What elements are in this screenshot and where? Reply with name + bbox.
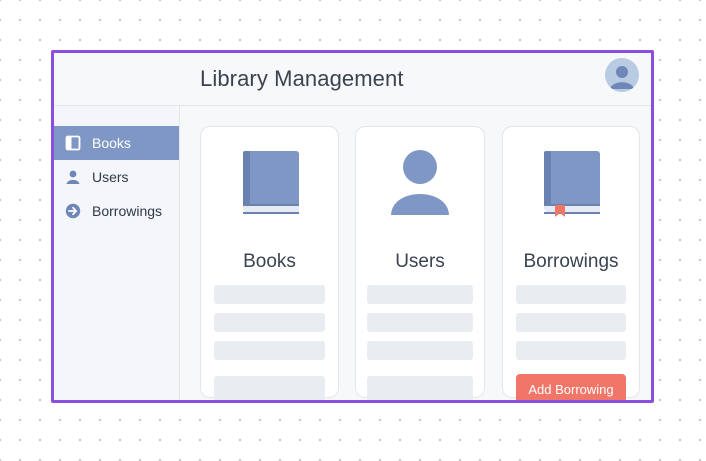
sidebar-item-books[interactable]: Books	[54, 126, 179, 160]
main-content: Books Users	[180, 106, 651, 400]
placeholder-bar	[516, 341, 626, 360]
placeholder-bar	[367, 341, 473, 360]
placeholder-bar	[367, 285, 473, 304]
sidebar-item-label: Users	[92, 169, 129, 185]
book-bookmark-icon	[503, 147, 639, 217]
sidebar-item-borrowings[interactable]: Borrowings	[54, 194, 179, 228]
books-card[interactable]: Books	[200, 126, 339, 400]
sidebar-item-label: Books	[92, 135, 131, 151]
placeholder-bar	[214, 285, 325, 304]
card-title: Borrowings	[523, 251, 619, 272]
placeholder-bar	[214, 313, 325, 332]
placeholder-bar	[214, 341, 325, 360]
sidebar-item-users[interactable]: Users	[54, 160, 179, 194]
book-icon	[64, 134, 82, 152]
sidebar-item-label: Borrowings	[92, 203, 163, 219]
card-title: Books	[243, 251, 296, 272]
borrowings-card[interactable]: Borrowings Add Borrowing	[502, 126, 640, 400]
placeholder-bar	[516, 313, 626, 332]
app-window: Library Management Books	[51, 50, 654, 403]
book-icon	[201, 147, 338, 217]
add-borrowing-button[interactable]: Add Borrowing	[516, 374, 626, 400]
placeholder-bar	[367, 313, 473, 332]
placeholder-bar	[367, 376, 473, 400]
user-icon	[64, 168, 82, 186]
user-icon	[356, 147, 484, 217]
arrow-circle-icon	[64, 202, 82, 220]
users-card[interactable]: Users	[355, 126, 485, 400]
avatar-person-icon	[610, 66, 634, 89]
sidebar: Books Users Borrowings	[54, 106, 180, 400]
avatar[interactable]	[605, 58, 639, 92]
page-title: Library Management	[200, 66, 404, 91]
header: Library Management	[54, 53, 651, 106]
card-title: Users	[395, 251, 445, 272]
placeholder-bar	[214, 376, 325, 400]
placeholder-bar	[516, 285, 626, 304]
